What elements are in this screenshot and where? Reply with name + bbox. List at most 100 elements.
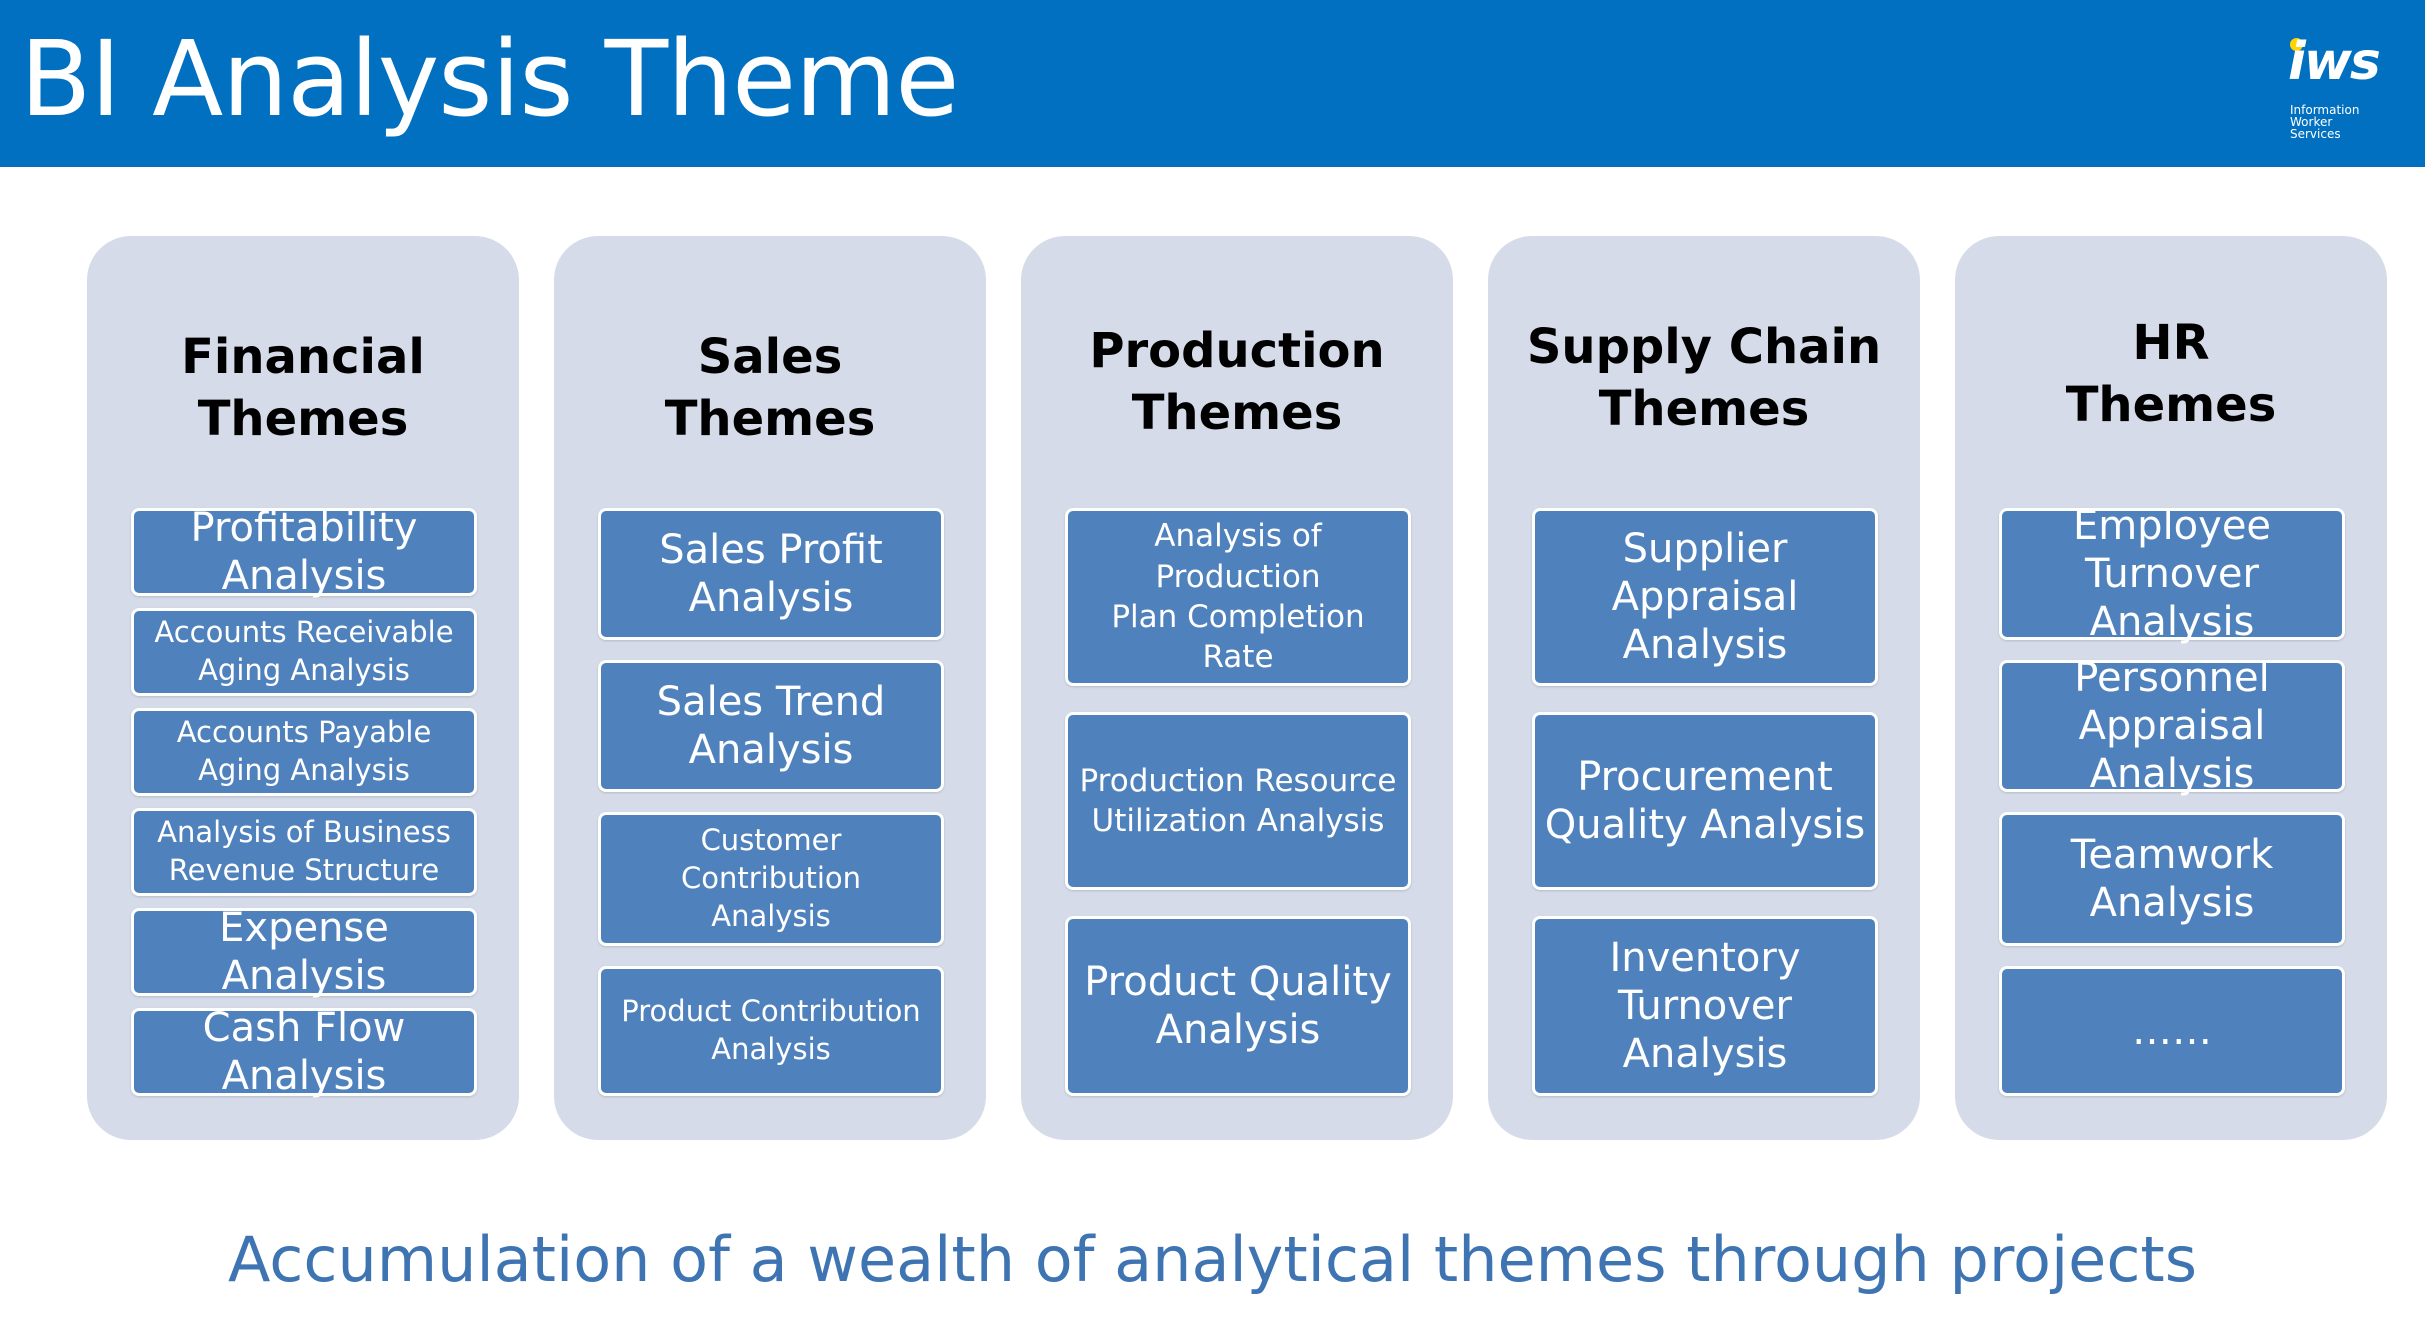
theme-item: Profitability Analysis — [131, 505, 477, 599]
column-title-line: Production — [1089, 323, 1385, 379]
theme-item-line: Production Resource — [1079, 762, 1397, 799]
column-title-line: Sales — [697, 329, 843, 385]
theme-item-line: Utilization Analysis — [1091, 803, 1385, 839]
theme-item-line: Turnover Analysis — [2084, 551, 2259, 645]
theme-item-line: Personnel — [2074, 655, 2270, 701]
theme-item-line: Quality Analysis — [1544, 802, 1866, 848]
theme-item-line: Sales Profit Analysis — [659, 527, 883, 621]
theme-item-line: Analysis — [711, 898, 831, 933]
theme-item-line: Cash Flow Analysis — [202, 1005, 406, 1099]
theme-item: Cash Flow Analysis — [131, 1005, 477, 1099]
theme-item-line: Turnover Analysis — [1617, 983, 1792, 1077]
theme-item-line: Appraisal Analysis — [1611, 574, 1799, 668]
theme-item-text: Cash Flow Analysis — [140, 1004, 468, 1100]
iws-logo: iws Information Worker Services — [2280, 32, 2400, 147]
column-title: HR Themes — [1955, 312, 2387, 436]
theme-item-line: …… — [2132, 1008, 2212, 1054]
theme-item-line: Procurement — [1577, 754, 1833, 800]
theme-item: Sales Profit Analysis — [598, 508, 944, 640]
theme-item-line: Aging Analysis — [198, 653, 410, 687]
logo-line: Worker — [2290, 115, 2333, 129]
theme-item-line: Analysis — [711, 1032, 831, 1066]
theme-item: …… — [1999, 966, 2345, 1096]
theme-item-line: Analysis of Business — [157, 815, 451, 850]
logo-line: Information — [2290, 103, 2360, 117]
theme-item-line: Plan Completion Rate — [1111, 599, 1365, 676]
theme-item: Sales Trend Analysis — [598, 660, 944, 792]
theme-item-line: Accounts Receivable — [154, 615, 454, 650]
theme-item-line: Expense Analysis — [219, 905, 389, 999]
theme-item-line: Accounts Payable — [176, 715, 432, 750]
theme-item: Teamwork Analysis — [1999, 812, 2345, 946]
theme-item-line: Profitability Analysis — [190, 505, 418, 599]
theme-item-text: …… — [2132, 1007, 2212, 1055]
column-title-line: Supply Chain — [1526, 319, 1882, 375]
logo-line: Services — [2290, 127, 2341, 141]
theme-item-line: Teamwork Analysis — [2070, 832, 2274, 926]
column-title-line: HR — [2132, 315, 2210, 371]
theme-item: Expense Analysis — [131, 905, 477, 999]
theme-item-line: Product Contribution — [621, 994, 921, 1029]
theme-item-text: Sales Trend Analysis — [607, 678, 935, 774]
column-title-line: Financial — [181, 329, 425, 385]
footer-caption: Accumulation of a wealth of analytical t… — [227, 1223, 2198, 1296]
logo-subtitle: Information Worker Services — [2290, 104, 2359, 140]
theme-item-text: Teamwork Analysis — [2008, 831, 2336, 927]
page-title: BI Analysis Theme — [20, 18, 959, 140]
logo-dot — [2290, 38, 2303, 51]
column-title-line: Themes — [664, 391, 876, 447]
column-title-line: Themes — [1131, 385, 1343, 441]
logo-mark: iws — [2288, 32, 2381, 92]
theme-item-line: Appraisal Analysis — [2078, 703, 2266, 797]
theme-item-line: Analysis — [1155, 1007, 1321, 1053]
title-bar: BI Analysis Theme iws Information Worker… — [0, 0, 2425, 167]
theme-item-text: Expense Analysis — [140, 904, 468, 1000]
theme-item-text: Profitability Analysis — [140, 504, 468, 600]
theme-item-line: Customer Contribution — [680, 823, 862, 896]
theme-item-line: Analysis of Production — [1154, 518, 1322, 595]
theme-item-line: Inventory — [1609, 935, 1801, 981]
theme-item-line: Employee — [2072, 503, 2272, 549]
column-title-line: Themes — [2065, 377, 2277, 433]
theme-item-line: Revenue Structure — [168, 853, 440, 887]
theme-item-text: Sales Profit Analysis — [607, 526, 935, 622]
theme-item-line: Aging Analysis — [198, 753, 410, 787]
theme-item-line: Supplier — [1622, 526, 1788, 572]
theme-item-line: Product Quality — [1084, 959, 1392, 1005]
column-title-line: Themes — [1598, 381, 1810, 437]
